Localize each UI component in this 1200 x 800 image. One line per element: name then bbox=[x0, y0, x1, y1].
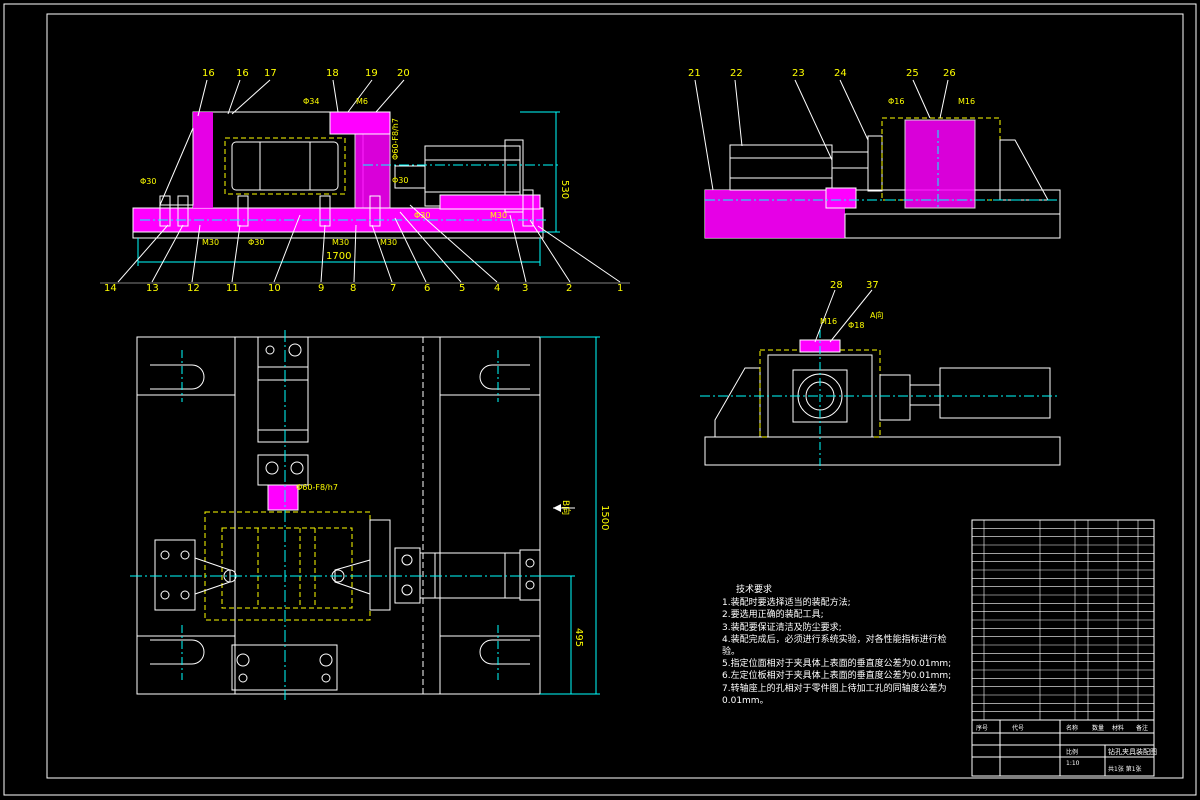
rear-view-labels: 28 37 M16 Φ18 A向 bbox=[820, 280, 883, 330]
balloon-1: 1 bbox=[617, 283, 623, 294]
dim-d30-c: Φ30 bbox=[414, 211, 430, 220]
balloon-5: 5 bbox=[459, 283, 465, 294]
dim-m16-b: M16 bbox=[820, 317, 837, 326]
header-code: 代号 bbox=[1012, 724, 1024, 732]
note-5: 5.指定位面相对于夹具体上表面的垂直度公差为0.01mm; bbox=[722, 659, 952, 670]
front-view bbox=[100, 79, 630, 284]
dim-fit-front: Φ60-F8/h7 bbox=[391, 118, 400, 160]
balloon-19: 19 bbox=[365, 68, 378, 79]
balloon-11: 11 bbox=[226, 283, 239, 294]
header-name: 名称 bbox=[1066, 724, 1078, 732]
scale-value: 1:10 bbox=[1066, 760, 1080, 767]
balloon-26: 26 bbox=[943, 68, 956, 79]
technical-notes: 技术要求 1.装配时要选择适当的装配方法; 2.要选用正确的装配工具; 3.装配… bbox=[722, 584, 972, 707]
balloon-16a: 16 bbox=[202, 68, 215, 79]
note-3: 3.装配要保证清洁及防尘要求; bbox=[722, 622, 842, 633]
balloon-12: 12 bbox=[187, 283, 200, 294]
dim-1500: 1500 bbox=[599, 505, 610, 530]
drawing-title: 钻孔夹具装配图 bbox=[1108, 747, 1157, 756]
balloon-24: 24 bbox=[834, 68, 847, 79]
dim-d34: Φ34 bbox=[303, 97, 319, 106]
dim-495: 495 bbox=[573, 628, 584, 647]
balloon-22: 22 bbox=[730, 68, 743, 79]
dim-fit-plan: Φ60-F8/h7 bbox=[296, 483, 338, 492]
notes-title: 技术要求 bbox=[736, 585, 773, 595]
header-qty: 数量 bbox=[1092, 724, 1104, 732]
front-view-balloons: 16 16 17 18 19 20 14 13 12 11 10 9 8 7 6… bbox=[104, 68, 623, 294]
plan-view-labels: Φ60-F8/h7 1500 495 B向 bbox=[296, 483, 610, 647]
view-label-a: A向 bbox=[870, 310, 883, 320]
dim-m30-b: M30 bbox=[332, 238, 349, 247]
sheet-border-outer bbox=[3, 3, 1197, 796]
balloon-17: 17 bbox=[264, 68, 277, 79]
balloon-28: 28 bbox=[830, 280, 843, 291]
sheet-border-inner bbox=[46, 13, 1184, 779]
balloon-6: 6 bbox=[424, 283, 430, 294]
balloon-14: 14 bbox=[104, 283, 117, 294]
note-7-cont: 0.01mm。 bbox=[722, 695, 769, 706]
dim-d16: Φ16 bbox=[888, 97, 904, 106]
scale-label: 比例 bbox=[1066, 748, 1078, 756]
view-label-b: B向 bbox=[560, 500, 572, 515]
balloon-8: 8 bbox=[350, 283, 356, 294]
dim-m16-a: M16 bbox=[958, 97, 975, 106]
dim-530: 530 bbox=[559, 180, 570, 199]
balloon-2: 2 bbox=[566, 283, 572, 294]
balloon-37: 37 bbox=[866, 280, 879, 291]
note-2: 2.要选用正确的装配工具; bbox=[722, 610, 824, 621]
balloon-20: 20 bbox=[397, 68, 410, 79]
balloon-3: 3 bbox=[522, 283, 528, 294]
dim-m6: M6 bbox=[356, 97, 368, 106]
balloon-9: 9 bbox=[318, 283, 324, 294]
note-6: 6.左定位板相对于夹具体上表面的垂直度公差为0.01mm; bbox=[722, 671, 952, 682]
balloon-13: 13 bbox=[146, 283, 159, 294]
front-view-dimensions: 530 1700 Φ60-F8/h7 Φ30 M30 Φ30 M30 M30 Φ… bbox=[140, 97, 570, 262]
balloon-23: 23 bbox=[792, 68, 805, 79]
dim-d30-d: Φ30 bbox=[392, 176, 408, 185]
rear-view bbox=[700, 289, 1061, 470]
side-view bbox=[694, 79, 1061, 239]
balloon-21: 21 bbox=[688, 68, 701, 79]
balloon-25: 25 bbox=[906, 68, 919, 79]
dim-1700: 1700 bbox=[326, 251, 351, 262]
header-seq: 序号 bbox=[976, 724, 988, 732]
balloon-10: 10 bbox=[268, 283, 281, 294]
parts-list bbox=[971, 519, 1155, 721]
sheet-label: 共1张 第1张 bbox=[1108, 765, 1142, 773]
dim-m30-d: M30 bbox=[490, 211, 507, 220]
balloon-16b: 16 bbox=[236, 68, 249, 79]
balloon-4: 4 bbox=[494, 283, 500, 294]
header-material: 材料 bbox=[1112, 724, 1124, 732]
balloon-7: 7 bbox=[390, 283, 396, 294]
dim-d30-a: Φ30 bbox=[140, 177, 156, 186]
header-note: 备注 bbox=[1136, 724, 1148, 732]
plan-view bbox=[130, 330, 600, 700]
dim-m30-c: M30 bbox=[380, 238, 397, 247]
dim-d30-b: Φ30 bbox=[248, 238, 264, 247]
balloon-18: 18 bbox=[326, 68, 339, 79]
note-4-cont: 验。 bbox=[722, 647, 741, 658]
dim-d18: Φ18 bbox=[848, 321, 864, 330]
note-4: 4.装配完成后，必须进行系统实验，对各性能指标进行检 bbox=[722, 634, 947, 645]
note-1: 1.装配时要选择适当的装配方法; bbox=[722, 598, 851, 609]
note-7: 7.转轴座上的孔相对于零件图上待加工孔的同轴度公差为 bbox=[722, 683, 947, 694]
title-block: 序号 代号 名称 数量 材料 备注 钻孔夹具装配图 比例 1:10 共1张 第1… bbox=[971, 719, 1157, 777]
dim-m30-a: M30 bbox=[202, 238, 219, 247]
side-view-labels: 21 22 23 24 25 26 Φ16 M16 bbox=[688, 68, 975, 106]
